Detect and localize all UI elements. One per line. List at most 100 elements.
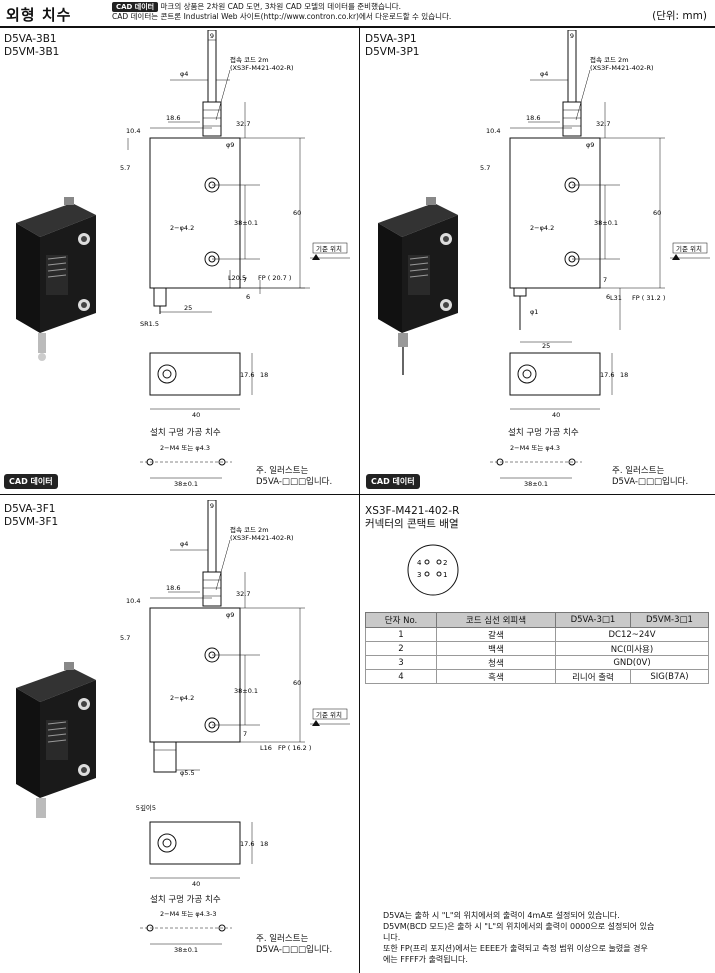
footnote-line: D5VA는 출하 시 "L"의 위치에서의 출력이 4mA로 설정되어 있습니다… [383, 911, 620, 920]
table-cell: 갈색 [436, 627, 556, 642]
table-cell: 청색 [436, 655, 556, 670]
table-cell: 리니어 출력 [555, 669, 631, 684]
dim-label: φ9 [226, 611, 234, 619]
dim-label: 접속 코드 2m [230, 56, 269, 64]
dim-label: 10.4 [486, 127, 500, 135]
table-cell: 3 [365, 655, 437, 670]
cad-note-line1: 마크의 상품은 2차원 CAD 도면, 3차원 CAD 모델의 데이터를 준비했… [160, 2, 402, 11]
dim-label: 2−φ4.2 [170, 694, 194, 702]
dim-label: 7 [603, 276, 607, 284]
dim-label: 38±0.1 [174, 946, 198, 954]
dim-label: 접속 코드 2m [590, 56, 629, 64]
dim-label: 5.7 [120, 634, 130, 642]
dim-label: 32.7 [236, 120, 250, 128]
dim-label: 17.6 [600, 371, 614, 379]
page-title: 외형 치수 [6, 6, 72, 24]
pin-label: 4 [417, 559, 422, 567]
unit-label: (단위: mm) [652, 10, 707, 22]
table-header: 코드 심선 외피색 [436, 612, 556, 628]
bottom-view-drawing: 40 17.6 18 [509, 352, 628, 419]
dim-label: 6 [606, 293, 610, 301]
table-header: D5VA-3□1 [555, 612, 631, 628]
dim-label: 60 [293, 209, 301, 217]
table-header-row: 단자 No. 코드 심선 외피색 D5VA-3□1 D5VM-3□1 [365, 612, 710, 628]
mount-hole-drawing: 2−M4 또는 φ4.3-3 38±0.1 [140, 910, 232, 954]
cad-note: CAD 데이터 마크의 상품은 2차원 CAD 도면, 3차원 CAD 모델의 … [112, 2, 451, 21]
model-name: D5VA-3F1 [4, 503, 56, 515]
mount-title: 설치 구멍 가공 치수 [150, 895, 221, 905]
bottom-view-drawing: M2.5깊이5 40 17.6 18 [136, 803, 268, 888]
divider [359, 28, 360, 494]
dim-label: 17.6 [240, 371, 254, 379]
note-line: 주. 일러스트는 [612, 466, 665, 476]
mount-hole-drawing: 2−M4 또는 φ4.3 38±0.1 [140, 444, 232, 488]
table-cell: NC(미사용) [555, 641, 709, 656]
pin-label: 3 [417, 571, 421, 579]
model-name: D5VM-3P1 [365, 46, 420, 58]
dim-label: 기준 위치 [316, 244, 342, 253]
note-line: D5VA-□□□입니다. [256, 945, 333, 955]
dim-label: 18 [620, 371, 628, 379]
dim-label: 기준 위치 [316, 710, 342, 719]
dim-label: 40 [192, 880, 200, 888]
table-row: 1 갈색 DC12~24V [365, 627, 709, 642]
dim-label: φ4 [540, 70, 548, 78]
dim-label: 2−φ4.2 [170, 224, 194, 232]
cad-badge[interactable]: CAD 데이터 [112, 2, 159, 12]
model-name: D5VA-3P1 [365, 33, 417, 45]
footnote-line: 또한 FP(프리 포지션)에서는 EEEE가 출력되고 측정 범위 이상으로 눌… [383, 944, 648, 953]
panel-p1-models: D5VA-3P1 D5VM-3P1 [365, 33, 420, 59]
table-header: D5VM-3□1 [629, 612, 710, 628]
dim-label: 18.6 [166, 584, 180, 592]
dim-label: 32.7 [236, 590, 250, 598]
dim-label: 5.7 [120, 164, 130, 172]
model-name: D5VM-3F1 [4, 516, 59, 528]
note-line: 주. 일러스트는 [256, 934, 309, 944]
dim-label: 2−M4 또는 φ4.3 [160, 444, 210, 452]
table-cell: 1 [365, 627, 437, 642]
dim-label: φ9 [226, 141, 234, 149]
dim-label: φ5.5 [180, 769, 195, 777]
pin-label: 2 [443, 559, 447, 567]
dim-label: 9 [210, 502, 214, 510]
product-photo [16, 197, 96, 361]
dim-label: 25 [184, 304, 192, 312]
dim-label: φ4 [180, 70, 188, 78]
illustration-note: 주. 일러스트는 D5VA-□□□입니다. [256, 466, 332, 488]
dim-label: 7 [243, 730, 247, 738]
footnote-line: D5VM(BCD 모드)은 출하 시 "L"의 위치에서의 출력이 0000으로… [383, 922, 655, 931]
table-cell: 4 [365, 669, 437, 684]
cad-data-button[interactable]: CAD 데이터 [4, 474, 58, 489]
footnote-line: 니다. [383, 933, 401, 942]
dimension-drawing: 9 φ4 접속 코드 2m (XS3F-M421-402-R) 18.6 10.… [480, 30, 710, 350]
table-row: 2 백색 NC(미사용) [365, 641, 709, 656]
dim-label: 18.6 [166, 114, 180, 122]
mount-hole-drawing: 2−M4 또는 φ4.3 38±0.1 [490, 444, 582, 488]
dim-label: 2−φ4.2 [530, 224, 554, 232]
divider [0, 26, 715, 28]
connector-caption: 커넥터의 콘택트 배열 [365, 518, 459, 530]
dim-label: 40 [552, 411, 560, 419]
dim-label: L20.5 [228, 274, 246, 282]
dim-label: 25 [542, 342, 550, 350]
dim-label: L31 [610, 294, 622, 302]
dim-label: 60 [653, 209, 661, 217]
dim-label: 32.7 [596, 120, 610, 128]
dim-label: 2−M4 또는 φ4.3-3 [160, 910, 217, 918]
dim-label: 접속 코드 2m [230, 526, 269, 534]
divider [0, 494, 715, 495]
dim-label: FP ( 16.2 ) [278, 744, 311, 752]
dim-label: φ1 [530, 308, 538, 316]
connector-model: XS3F-M421-402-R [365, 505, 460, 517]
dim-label: 9 [210, 32, 214, 40]
dim-label: 10.4 [126, 127, 140, 135]
table-cell: 흑색 [436, 669, 556, 684]
dim-label: 2−M4 또는 φ4.3 [510, 444, 560, 452]
cad-data-button[interactable]: CAD 데이터 [366, 474, 420, 489]
dim-label: 38±0.1 [524, 480, 548, 488]
table-cell: GND(0V) [555, 655, 709, 670]
dim-label: 18 [260, 840, 268, 848]
illustration-note: 주. 일러스트는 D5VA-□□□입니다. [256, 934, 332, 956]
dim-label: φ9 [586, 141, 594, 149]
pin-table: 단자 No. 코드 심선 외피색 D5VA-3□1 D5VM-3□1 1 갈색 … [365, 612, 710, 684]
